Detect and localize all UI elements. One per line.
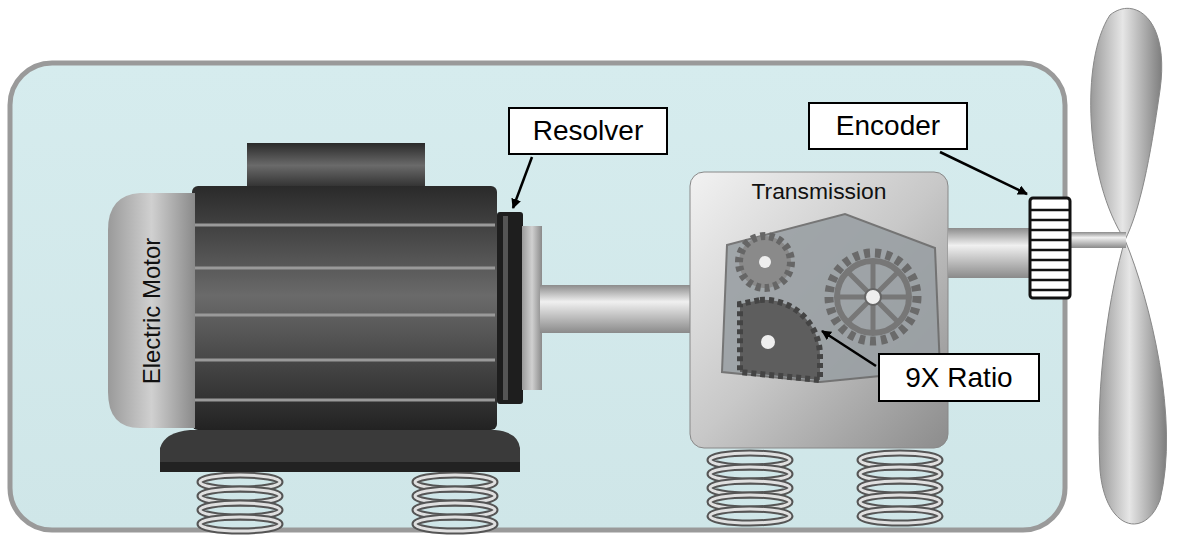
callout-box: Encoder bbox=[808, 102, 968, 150]
part-label: Electric Motor bbox=[138, 237, 166, 384]
callout-label: Resolver bbox=[533, 115, 643, 147]
callout-label: 9X Ratio bbox=[905, 362, 1012, 394]
motor-end-cap: Electric Motor bbox=[108, 193, 195, 428]
part-label: Transmission bbox=[690, 178, 948, 205]
callout-box: Resolver bbox=[508, 107, 668, 155]
callout-label: Encoder bbox=[836, 110, 940, 142]
transmission-housing: Transmission bbox=[690, 172, 948, 448]
leader-lines bbox=[513, 152, 1027, 366]
callout-box: 9X Ratio bbox=[878, 353, 1040, 402]
